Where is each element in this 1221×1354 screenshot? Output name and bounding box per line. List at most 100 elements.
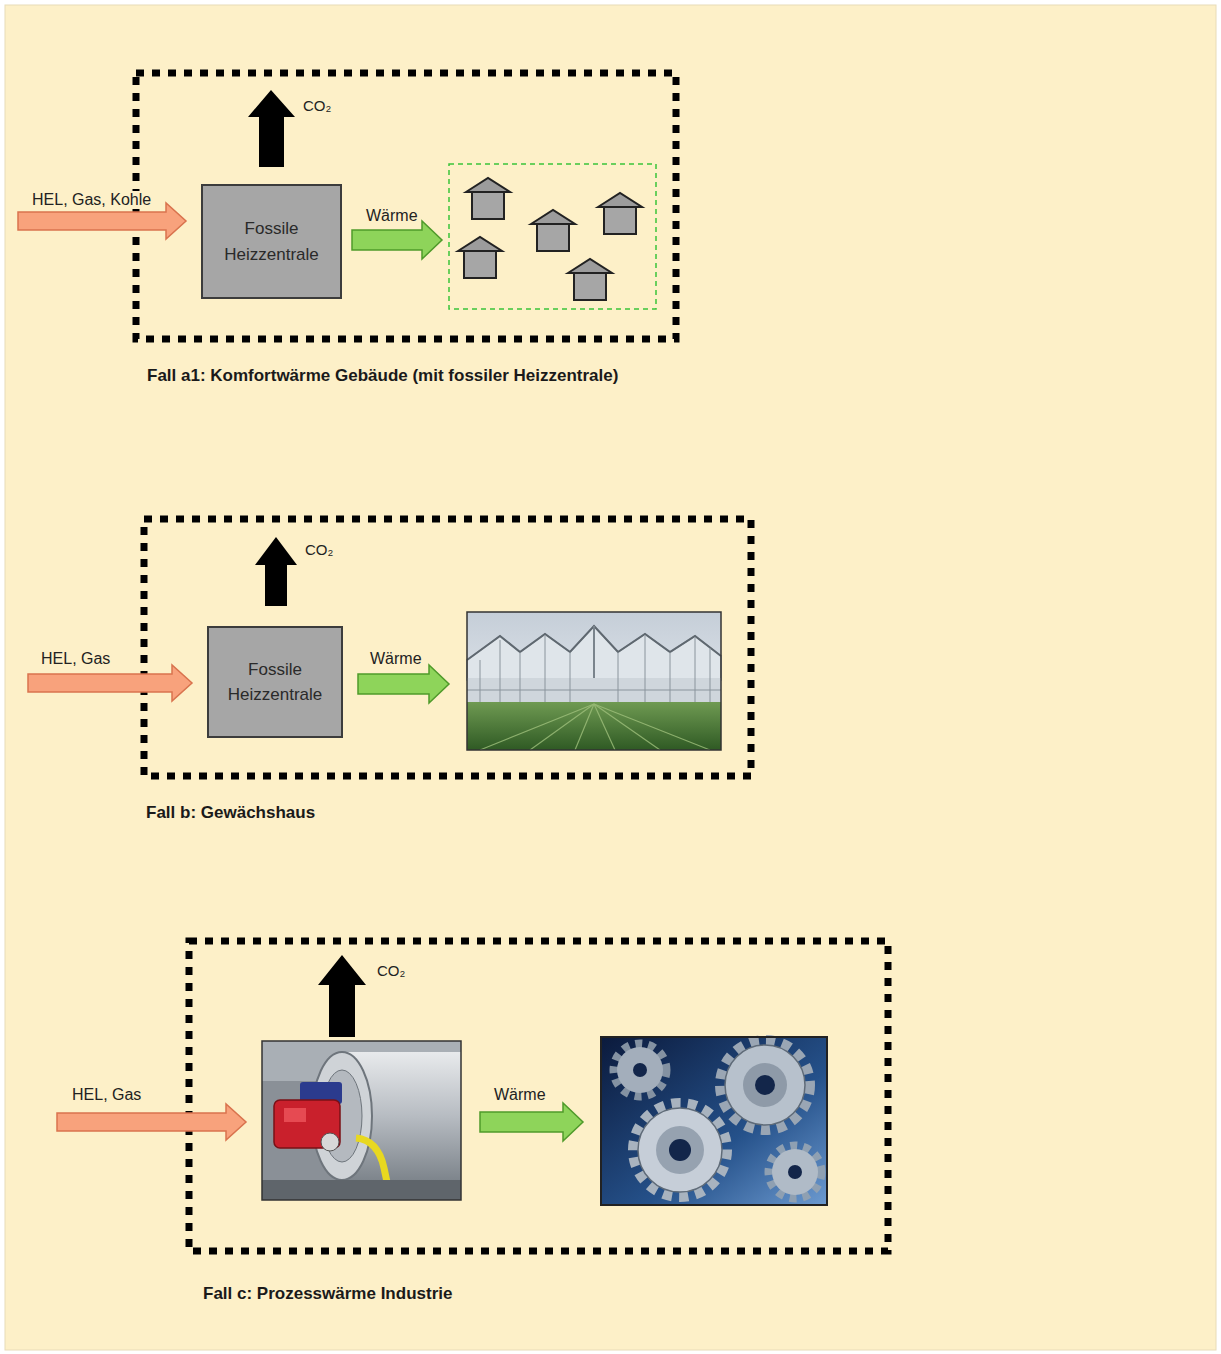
fuel-arrow — [57, 1104, 246, 1140]
boiler-picture — [262, 1041, 461, 1200]
house-icon — [531, 210, 575, 251]
building-group — [449, 164, 656, 309]
flow-label: Wärme — [492, 1086, 548, 1104]
case-caption: Fall b: Gewächshaus — [146, 803, 315, 823]
emission-label: CO₂ — [375, 963, 407, 980]
emission-label: CO₂ — [301, 98, 333, 115]
gears-picture — [755, 1075, 775, 1095]
heat-arrow — [480, 1103, 583, 1141]
house-icon — [531, 210, 575, 224]
greenhouse-picture — [467, 612, 721, 750]
greenhouse-picture — [480, 704, 594, 750]
greenhouse-picture — [545, 636, 546, 704]
box-label: Fossile Heizzentrale — [215, 657, 335, 708]
gears-picture — [769, 1146, 821, 1198]
gears-picture — [788, 1165, 802, 1179]
greenhouse-picture — [467, 678, 721, 704]
system-border — [189, 941, 888, 1251]
gears-picture — [614, 1044, 666, 1096]
gears-picture — [743, 1063, 787, 1107]
gears-picture — [656, 1126, 704, 1174]
house-icon — [466, 178, 510, 192]
flow-label: Wärme — [364, 207, 420, 225]
greenhouse-picture — [618, 652, 619, 704]
gears-picture — [721, 1041, 809, 1129]
boiler-picture — [262, 1180, 461, 1200]
greenhouse-picture — [695, 638, 696, 704]
gears-picture — [634, 1104, 726, 1196]
building-group — [449, 164, 656, 309]
system-border — [136, 73, 676, 339]
greenhouse-picture — [480, 704, 710, 750]
boiler-picture — [321, 1133, 339, 1151]
heating-plant-box: Fossile Heizzentrale — [201, 184, 342, 299]
system-boundary: Fall a1: Komfortwärme Gebäude (mit fossi… — [133, 70, 679, 386]
flow-label: HEL, Gas — [39, 650, 112, 668]
house-icon — [604, 206, 636, 234]
house-icon — [568, 259, 612, 300]
greenhouse-picture — [467, 690, 721, 691]
house-icon — [537, 223, 569, 251]
system-border — [144, 519, 751, 776]
gears-picture — [614, 1044, 666, 1096]
house-icon — [568, 259, 612, 273]
co2-arrow — [255, 537, 297, 606]
greenhouse-picture — [575, 704, 594, 750]
box-label: Fossile Heizzentrale — [209, 216, 334, 267]
greenhouse-picture — [480, 660, 481, 704]
gears-picture — [601, 1037, 827, 1205]
greenhouse-picture — [670, 652, 671, 704]
system-boundary: Fall b: Gewächshaus Fossile Heizzentrale — [141, 516, 755, 823]
gears-picture — [633, 1063, 647, 1077]
house-icon — [458, 237, 502, 251]
flow-label: HEL, Gas, Kohle — [30, 191, 153, 209]
heat-arrow — [352, 221, 442, 259]
house-icon — [458, 178, 642, 300]
heating-plant-box: Fossile Heizzentrale — [207, 626, 343, 738]
greenhouse-picture — [467, 612, 721, 750]
boiler-picture — [262, 1041, 461, 1200]
greenhouse-picture — [530, 704, 594, 750]
gears-picture — [601, 1037, 827, 1205]
case-caption: Fall c: Prozesswärme Industrie — [203, 1284, 452, 1304]
greenhouse-picture — [570, 652, 571, 704]
house-icon — [598, 193, 642, 234]
greenhouse-picture — [520, 652, 521, 704]
greenhouse-picture — [710, 648, 711, 704]
house-icon — [466, 178, 510, 219]
greenhouse-picture — [645, 636, 646, 704]
system-boundary: Fall c: Prozesswärme Industrie — [186, 938, 892, 1304]
gears-picture — [725, 1045, 805, 1125]
page-ground — [5, 5, 1216, 1350]
greenhouse-picture — [594, 704, 660, 750]
greenhouse-picture — [467, 636, 721, 704]
gears-picture — [638, 1108, 722, 1192]
flow-label: Wärme — [368, 650, 424, 668]
gears-picture — [669, 1139, 691, 1161]
emission-label: CO₂ — [303, 542, 335, 559]
greenhouse-picture — [467, 702, 721, 750]
house-icon — [458, 237, 502, 278]
house-icon — [598, 193, 642, 207]
co2-arrow — [248, 90, 295, 167]
house-icon — [472, 191, 504, 219]
boiler-picture — [284, 1108, 306, 1122]
gears-picture — [721, 1041, 809, 1129]
greenhouse-picture — [467, 612, 721, 750]
house-icon — [464, 250, 496, 278]
gears-picture — [634, 1104, 726, 1196]
heat-arrow — [358, 665, 449, 703]
greenhouse-picture — [500, 640, 501, 704]
gears-picture — [601, 1037, 827, 1205]
gears-picture — [769, 1146, 821, 1198]
gears-picture — [772, 1149, 818, 1195]
flow-label: HEL, Gas — [70, 1086, 143, 1104]
greenhouse-picture — [594, 704, 710, 750]
system-border — [136, 73, 888, 1251]
gears-picture — [617, 1047, 663, 1093]
house-icon — [574, 272, 606, 300]
case-caption: Fall a1: Komfortwärme Gebäude (mit fossi… — [147, 366, 618, 386]
co2-arrow — [318, 955, 366, 1037]
